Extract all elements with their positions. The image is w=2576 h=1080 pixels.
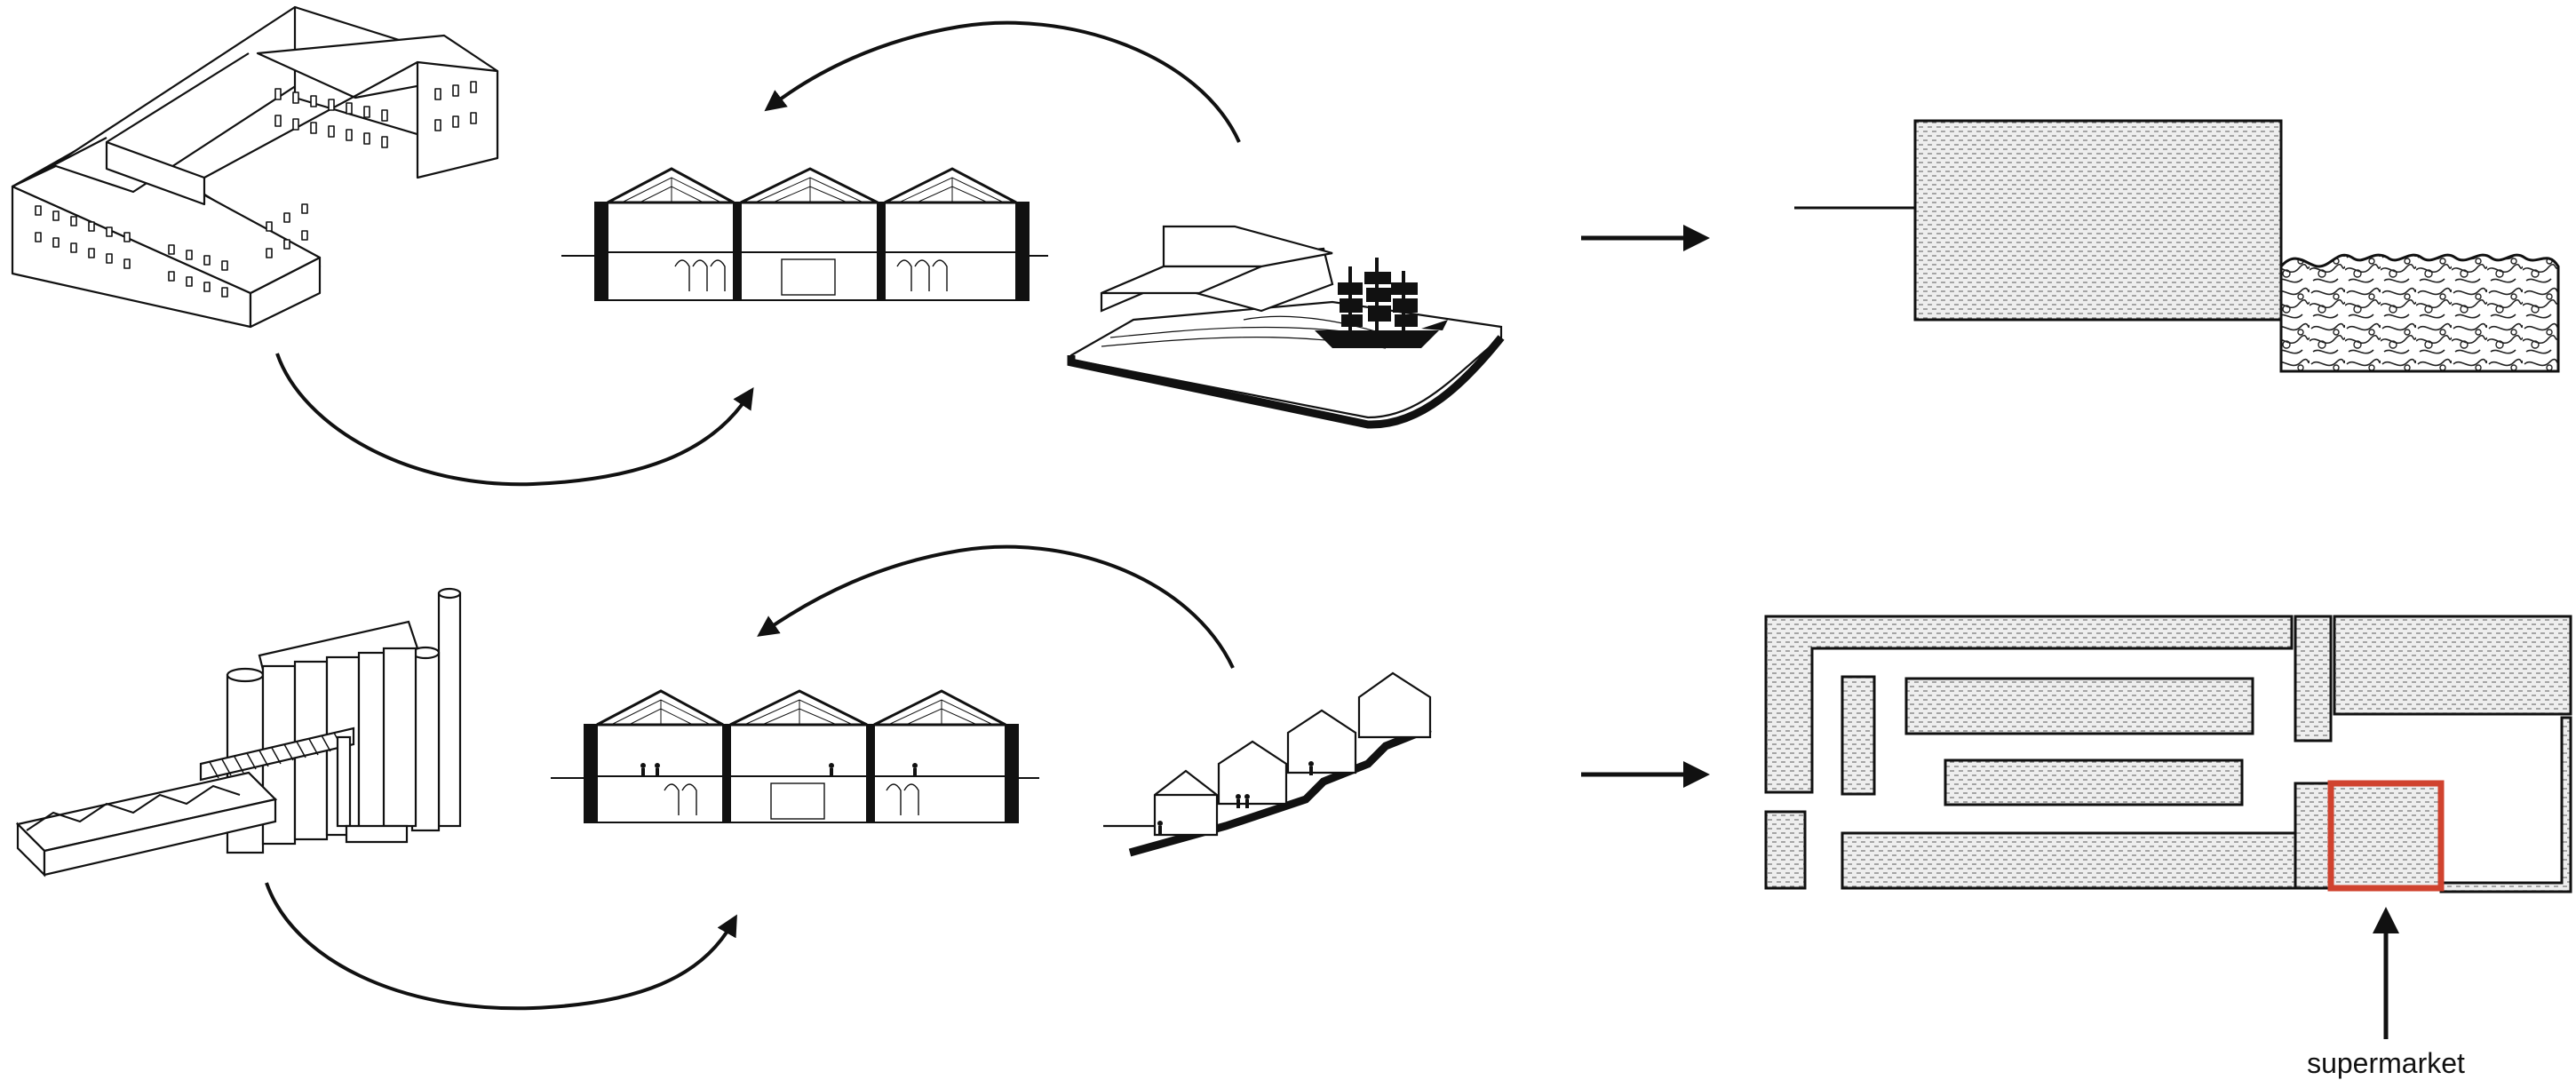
barracks-building-icon: [12, 7, 497, 327]
industrial-silo-icon: [18, 589, 460, 875]
supermarket-label: supermarket: [2307, 1047, 2465, 1079]
waterfront-texture: [2281, 255, 2558, 371]
cycle-arrow-bottom: [277, 353, 748, 484]
plan-diagram-1: [1794, 121, 2558, 371]
cycle-arrow-top: [773, 23, 1239, 142]
market-hall-section-icon: [561, 169, 1048, 300]
cycle-arrow-bottom-2: [266, 883, 732, 1008]
waterfront-ship-icon: [1071, 226, 1501, 425]
supermarket-highlight: [2331, 783, 2441, 888]
market-hall-section-icon-2: [551, 691, 1039, 822]
hillside-houses-icon: [1103, 673, 1430, 853]
cycle-arrow-top-2: [766, 547, 1233, 668]
plan-diagram-2: [1766, 616, 2571, 892]
